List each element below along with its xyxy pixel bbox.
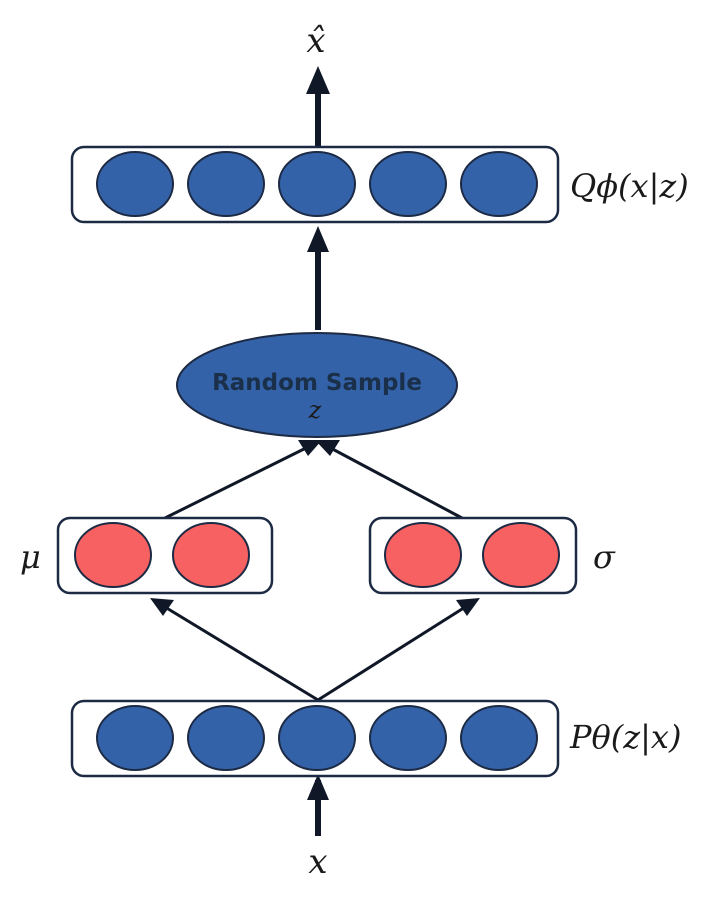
decoder-node-1 — [96, 151, 174, 217]
random-sample-label: Random Sample — [212, 370, 422, 396]
mu-node-2 — [172, 522, 250, 588]
encoder-nodes — [96, 705, 538, 771]
mu-label: μ — [20, 538, 41, 576]
mu-node-1 — [74, 522, 152, 588]
sigma-node-1 — [384, 522, 462, 588]
arrowhead-decoder-to-output — [306, 66, 330, 94]
encoder-node-3 — [278, 705, 356, 771]
sigma-layer — [368, 516, 578, 595]
decoder-node-4 — [369, 151, 447, 217]
decoder-node-5 — [460, 151, 538, 217]
decoder-node-2 — [187, 151, 265, 217]
encoder-node-1 — [96, 705, 174, 771]
encoder-node-4 — [369, 705, 447, 771]
sigma-label: σ — [593, 538, 616, 576]
decoder-nodes — [96, 151, 538, 217]
input-label: x — [308, 842, 327, 882]
decoder-layer — [70, 145, 560, 224]
arrow-encoder-to-mu — [159, 602, 319, 702]
sigma-node-2 — [482, 522, 560, 588]
arrowhead-encoder-to-mu — [150, 598, 174, 616]
arrowhead-encoder-to-sigma — [456, 598, 480, 616]
arrow-mu-to-sample — [164, 443, 313, 520]
mu-nodes — [74, 522, 250, 588]
arrow-encoder-to-sigma — [317, 602, 471, 702]
arrowhead-input-to-encoder — [307, 774, 329, 800]
encoder-node-2 — [187, 705, 265, 771]
encoder-node-5 — [460, 705, 538, 771]
encoder-label: Pθ(z|x) — [569, 718, 681, 756]
sigma-nodes — [384, 522, 560, 588]
arrow-sigma-to-sample — [324, 443, 463, 520]
random-sample-var: z — [308, 396, 322, 424]
random-sample-ellipse — [176, 332, 458, 438]
arrowhead-sample-to-decoder — [307, 226, 329, 252]
mu-layer — [56, 516, 274, 595]
random-sample-node: Random Sample z — [176, 332, 458, 438]
output-label: x̂ — [306, 21, 325, 61]
arrows — [150, 66, 480, 836]
decoder-label: Qϕ(x|z) — [570, 167, 689, 205]
decoder-node-3 — [278, 151, 356, 217]
arrowhead-sigma-to-sample — [315, 440, 340, 456]
arrowhead-mu-to-sample — [298, 440, 322, 456]
encoder-layer — [70, 699, 560, 778]
